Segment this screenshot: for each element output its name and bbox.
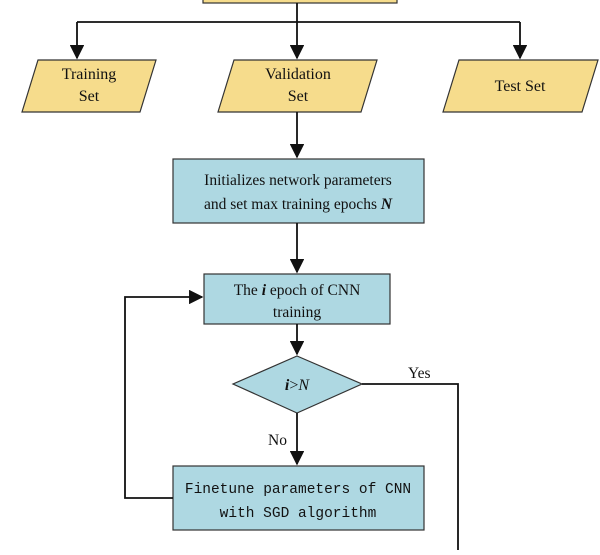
- finetune-line1: Finetune parameters of CNN: [185, 482, 411, 498]
- finetune-node: Finetune parameters of CNN with SGD algo…: [172, 465, 425, 531]
- epoch-node: The i epoch of CNN training: [203, 273, 391, 325]
- validation-set-shape: [217, 59, 378, 113]
- finetune-box: [172, 465, 425, 531]
- init-box: [172, 158, 425, 224]
- yes-label: Yes: [408, 365, 431, 382]
- init-line2: and set max training epochs N: [204, 196, 393, 213]
- init-line2-var: N: [380, 196, 393, 213]
- training-set-shape: [21, 59, 157, 113]
- init-line1: Initializes network parameters: [204, 172, 392, 189]
- training-set-line2: Set: [79, 88, 100, 105]
- decision-label: i>N: [285, 377, 310, 394]
- no-label: No: [268, 432, 287, 449]
- decision-var-n: N: [297, 377, 310, 394]
- test-set-node: Test Set: [442, 59, 599, 113]
- init-line2-text: and set max training epochs: [204, 196, 381, 213]
- validation-set-line2: Set: [288, 88, 309, 105]
- epoch-box: [203, 273, 391, 325]
- validation-set-line1: Validation: [265, 66, 331, 83]
- decision-node: i>N: [231, 355, 364, 414]
- init-node: Initializes network parameters and set m…: [172, 158, 425, 224]
- decision-var-i: i: [285, 377, 290, 394]
- loop-back-arrow: [124, 289, 204, 499]
- epoch-line1: The i epoch of CNN: [234, 282, 361, 299]
- epoch-line1-prefix: The: [234, 282, 262, 299]
- training-set-node: Training Set: [21, 59, 157, 113]
- finetune-line2: with SGD algorithm: [220, 506, 377, 522]
- epoch-line2: training: [273, 304, 321, 321]
- epoch-line1-suffix: epoch of CNN: [266, 282, 360, 299]
- epoch-line1-var: i: [262, 282, 267, 299]
- test-set-label: Test Set: [495, 78, 546, 95]
- decision-op: >: [289, 377, 298, 394]
- split-connector: [69, 3, 528, 60]
- test-set-shape: [442, 59, 599, 113]
- training-set-line1: Training: [62, 66, 117, 83]
- source-data-box: [202, 0, 398, 4]
- yes-branch-line: [362, 383, 459, 550]
- validation-set-node: Validation Set: [217, 59, 378, 113]
